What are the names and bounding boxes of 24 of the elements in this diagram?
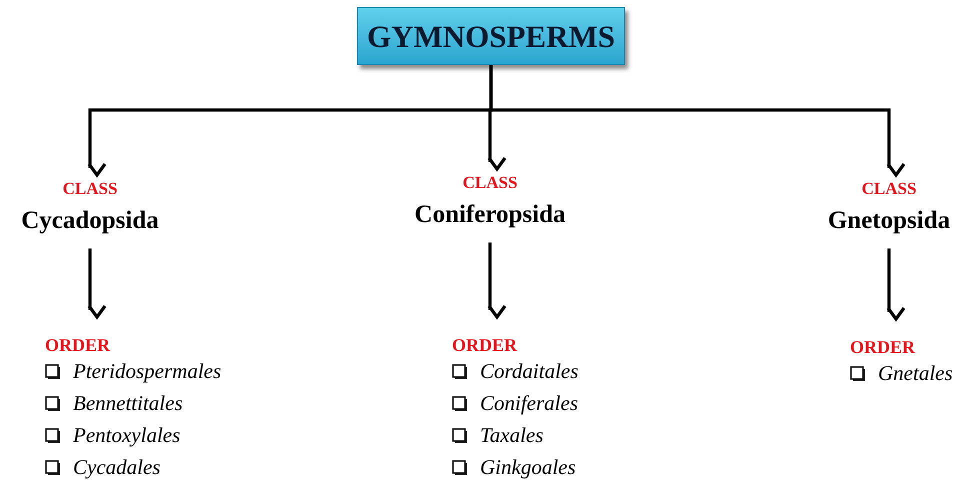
order-name: Bennettitales [73,390,183,418]
arrow [886,248,906,321]
order-name: Pteridospermales [73,358,222,386]
class-name: Coniferopsida [414,200,566,230]
rank-label: CLASS [862,178,916,200]
order-name: Gnetales [878,360,953,388]
rank-label: CLASS [62,178,118,200]
arrow [87,248,107,319]
title-box [357,7,625,65]
rank-label: ORDER [850,336,916,358]
order-name: Coniferales [480,390,578,418]
title-label: GYMNOSPERMS [367,20,615,52]
class-name: Cycadopsida [21,206,159,236]
order-name: Pentoxylales [73,422,180,450]
arrow [487,242,507,319]
order-name: Ginkgoales [480,454,576,482]
class-name: Gnetopsida [828,206,950,236]
arrow [489,65,906,177]
rank-label: CLASS [462,172,518,194]
rank-label: ORDER [452,334,518,356]
order-name: Cordaitales [480,358,578,386]
rank-label: ORDER [45,334,110,356]
order-name: Taxales [480,422,544,450]
order-name: Cycadales [73,454,160,482]
